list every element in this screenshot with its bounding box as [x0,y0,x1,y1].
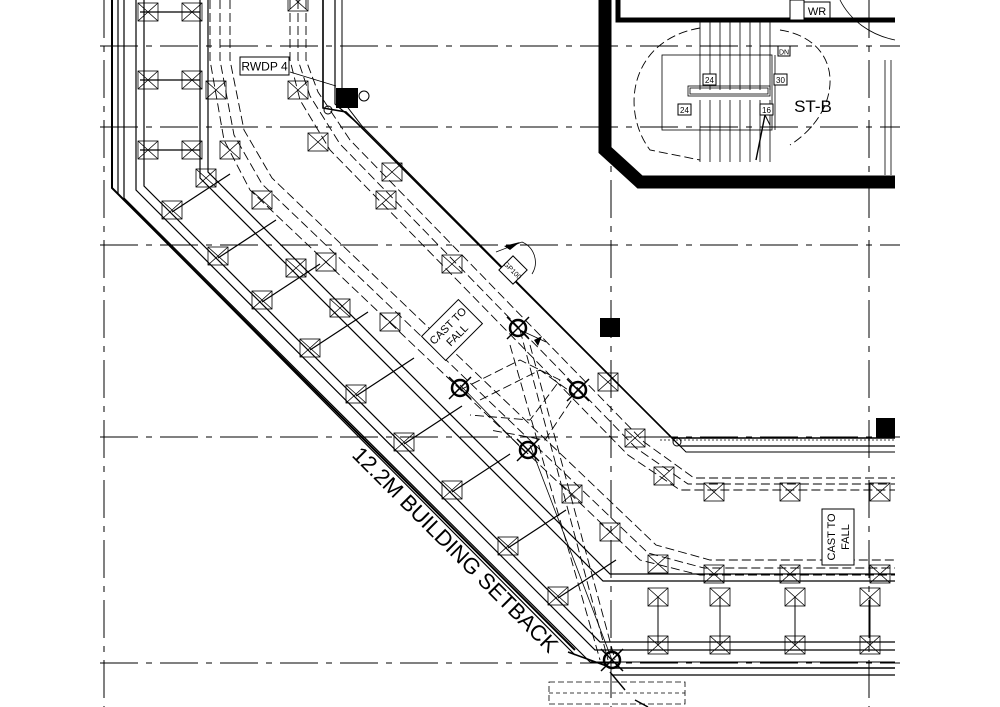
riser-tag: 24 [705,76,714,85]
column-marker [779,564,801,584]
downpipe [289,71,895,438]
column-marker [379,312,401,332]
column-marker [599,522,621,542]
dashed-beams [209,0,895,576]
column-marker [251,190,273,210]
column-marker [299,338,321,358]
beam-frame [135,0,895,651]
grid-lines [100,0,900,707]
riser-tag: 30 [776,76,785,85]
column-markers [137,0,891,655]
column-marker [181,70,203,90]
column-marker [497,536,519,556]
cast-to-fall-tag: CAST TO FALL [420,298,484,362]
column-marker [779,482,801,502]
column-marker [207,246,229,266]
gully-marker [516,438,540,462]
slab-edge [322,0,895,453]
setback-annotation: 12.2M BUILDING SETBACK [347,442,563,658]
column-marker [219,140,241,160]
column-marker [181,140,203,160]
gully-marker [600,648,624,672]
gully-marker [448,376,472,400]
stair-core [598,0,896,189]
column-marker [441,254,463,274]
cast-to-fall-tag-2: CAST TO FALL [821,508,855,566]
setback-label: 12.2M BUILDING SETBACK [347,442,563,658]
gp-tag: GP100 [498,255,528,285]
building-edge [111,0,895,676]
rwdp-tag: RWDP 4 [239,56,290,76]
gully-marker [506,316,530,340]
column-marker [251,290,273,310]
door-swing [495,241,536,275]
stair-label: ST-B [794,97,832,116]
riser-tag: 16 [762,106,771,115]
riser-tag: 24 [680,106,689,115]
column-marker [547,586,569,606]
column-marker [703,482,725,502]
wr-label: WR [808,6,826,18]
column-marker [709,587,731,607]
column-marker [345,384,367,404]
dn-tag: DN [777,45,791,57]
column-marker [869,482,891,502]
column-marker [869,564,891,584]
column-marker [703,564,725,584]
wr-tag: WR [803,1,831,19]
column-marker [784,635,806,655]
column-marker [859,587,881,607]
column-marker [287,80,309,100]
column-marker [647,587,669,607]
column-marker [647,554,669,574]
column-marker [597,372,619,392]
column-marker [624,428,646,448]
column-marker [441,480,463,500]
column-marker [784,587,806,607]
column-marker [375,190,397,210]
cross-ribs [171,173,617,599]
column-marker [393,432,415,452]
column-marker [315,252,337,272]
column-marker [307,132,329,152]
riser-tags: 24 30 24 16 [677,73,788,116]
drain-channel [548,671,686,707]
dn-label: DN [779,50,789,57]
column-marker [647,635,669,655]
column-marker [859,635,881,655]
column-marker [161,200,183,220]
column-marker [181,2,203,22]
column-marker [285,258,307,278]
floor-gullies [448,316,624,672]
column-marker [709,635,731,655]
rwdp-label: RWDP 4 [241,60,288,74]
column-marker [137,70,159,90]
column-marker [653,466,675,486]
column-marker [381,162,403,182]
cast-to-fall-line1: CAST TO [826,513,838,561]
column-marker [329,298,351,318]
column-marker [137,140,159,160]
column-marker [195,168,217,188]
column-marker [287,0,309,12]
cast-to-fall-line2: FALL [840,524,852,550]
stair-treads [661,20,776,162]
column-marker [137,2,159,22]
column-marker [205,80,227,100]
gully-marker [566,378,590,402]
stair-tag: ST-B [794,97,832,116]
